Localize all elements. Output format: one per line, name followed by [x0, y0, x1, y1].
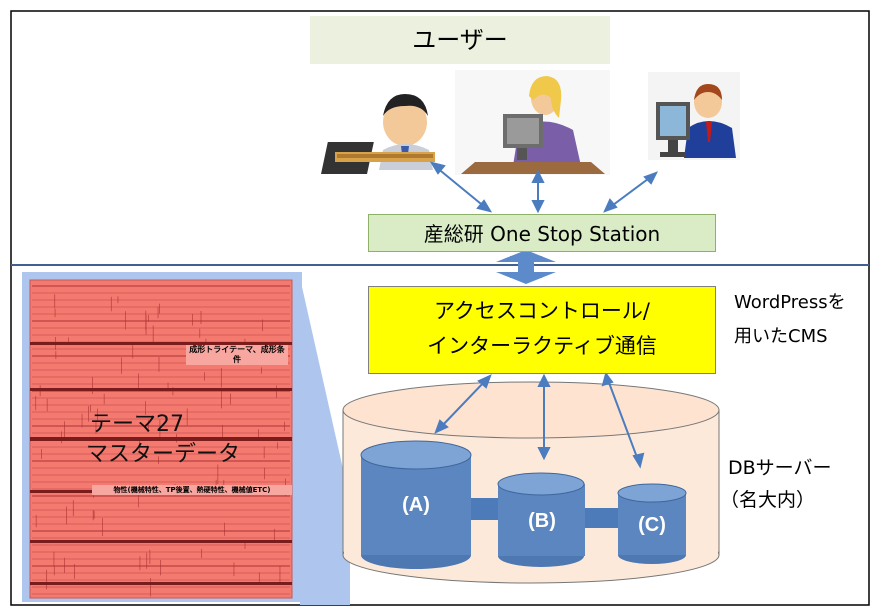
sheet-section-bar — [30, 388, 292, 391]
cms-box — [368, 286, 716, 374]
db-server-note-line1: DBサーバー — [728, 457, 832, 479]
database-c-icon — [617, 483, 687, 564]
desktop-user-icon — [648, 72, 740, 160]
cms-note-line2: 用いたCMS — [734, 326, 828, 347]
sheet-section-bar — [30, 437, 292, 441]
user-arrows — [429, 161, 659, 214]
cms-note-line1: WordPressを — [734, 292, 846, 313]
zoom-wedge — [300, 278, 350, 605]
gateway-cms-arrow — [496, 250, 556, 284]
cms-label-line1: アクセスコントロール/ — [433, 299, 651, 323]
master-data-line1: テーマ27 — [90, 412, 184, 437]
sheet-header-1: 成形トライテーマ、成形条件 — [186, 345, 288, 365]
gateway-label: 産総研 One Stop Station — [423, 222, 661, 246]
sheet-header-2: 物性(機械特性、TP後置、熱硬特性、機械値ETC) — [92, 485, 292, 495]
database-b-label: (B) — [528, 510, 556, 532]
db-server-note-line2: （名大内） — [720, 489, 816, 511]
master-data-line2: マスターデータ — [86, 442, 241, 467]
headset-operator-icon — [455, 70, 610, 175]
cms-db-arrows — [434, 371, 645, 469]
database-b-icon — [497, 472, 585, 567]
database-c-label: (C) — [638, 514, 666, 536]
database-a-label: (A) — [402, 494, 430, 516]
database-a-icon — [360, 440, 472, 569]
sheet-section-bar — [30, 582, 292, 585]
laptop-user-icon — [321, 94, 435, 174]
user-band — [310, 16, 610, 64]
gateway-box — [368, 214, 716, 252]
sheet-section-bar — [30, 540, 292, 543]
db-link-ab — [470, 498, 506, 520]
db-link-bc — [585, 508, 623, 528]
outer-frame — [10, 10, 870, 606]
user-label: ユーザー — [412, 26, 508, 54]
sheet-section-bar — [30, 342, 292, 345]
cms-label-line2: インターラクティブ通信 — [427, 334, 657, 358]
